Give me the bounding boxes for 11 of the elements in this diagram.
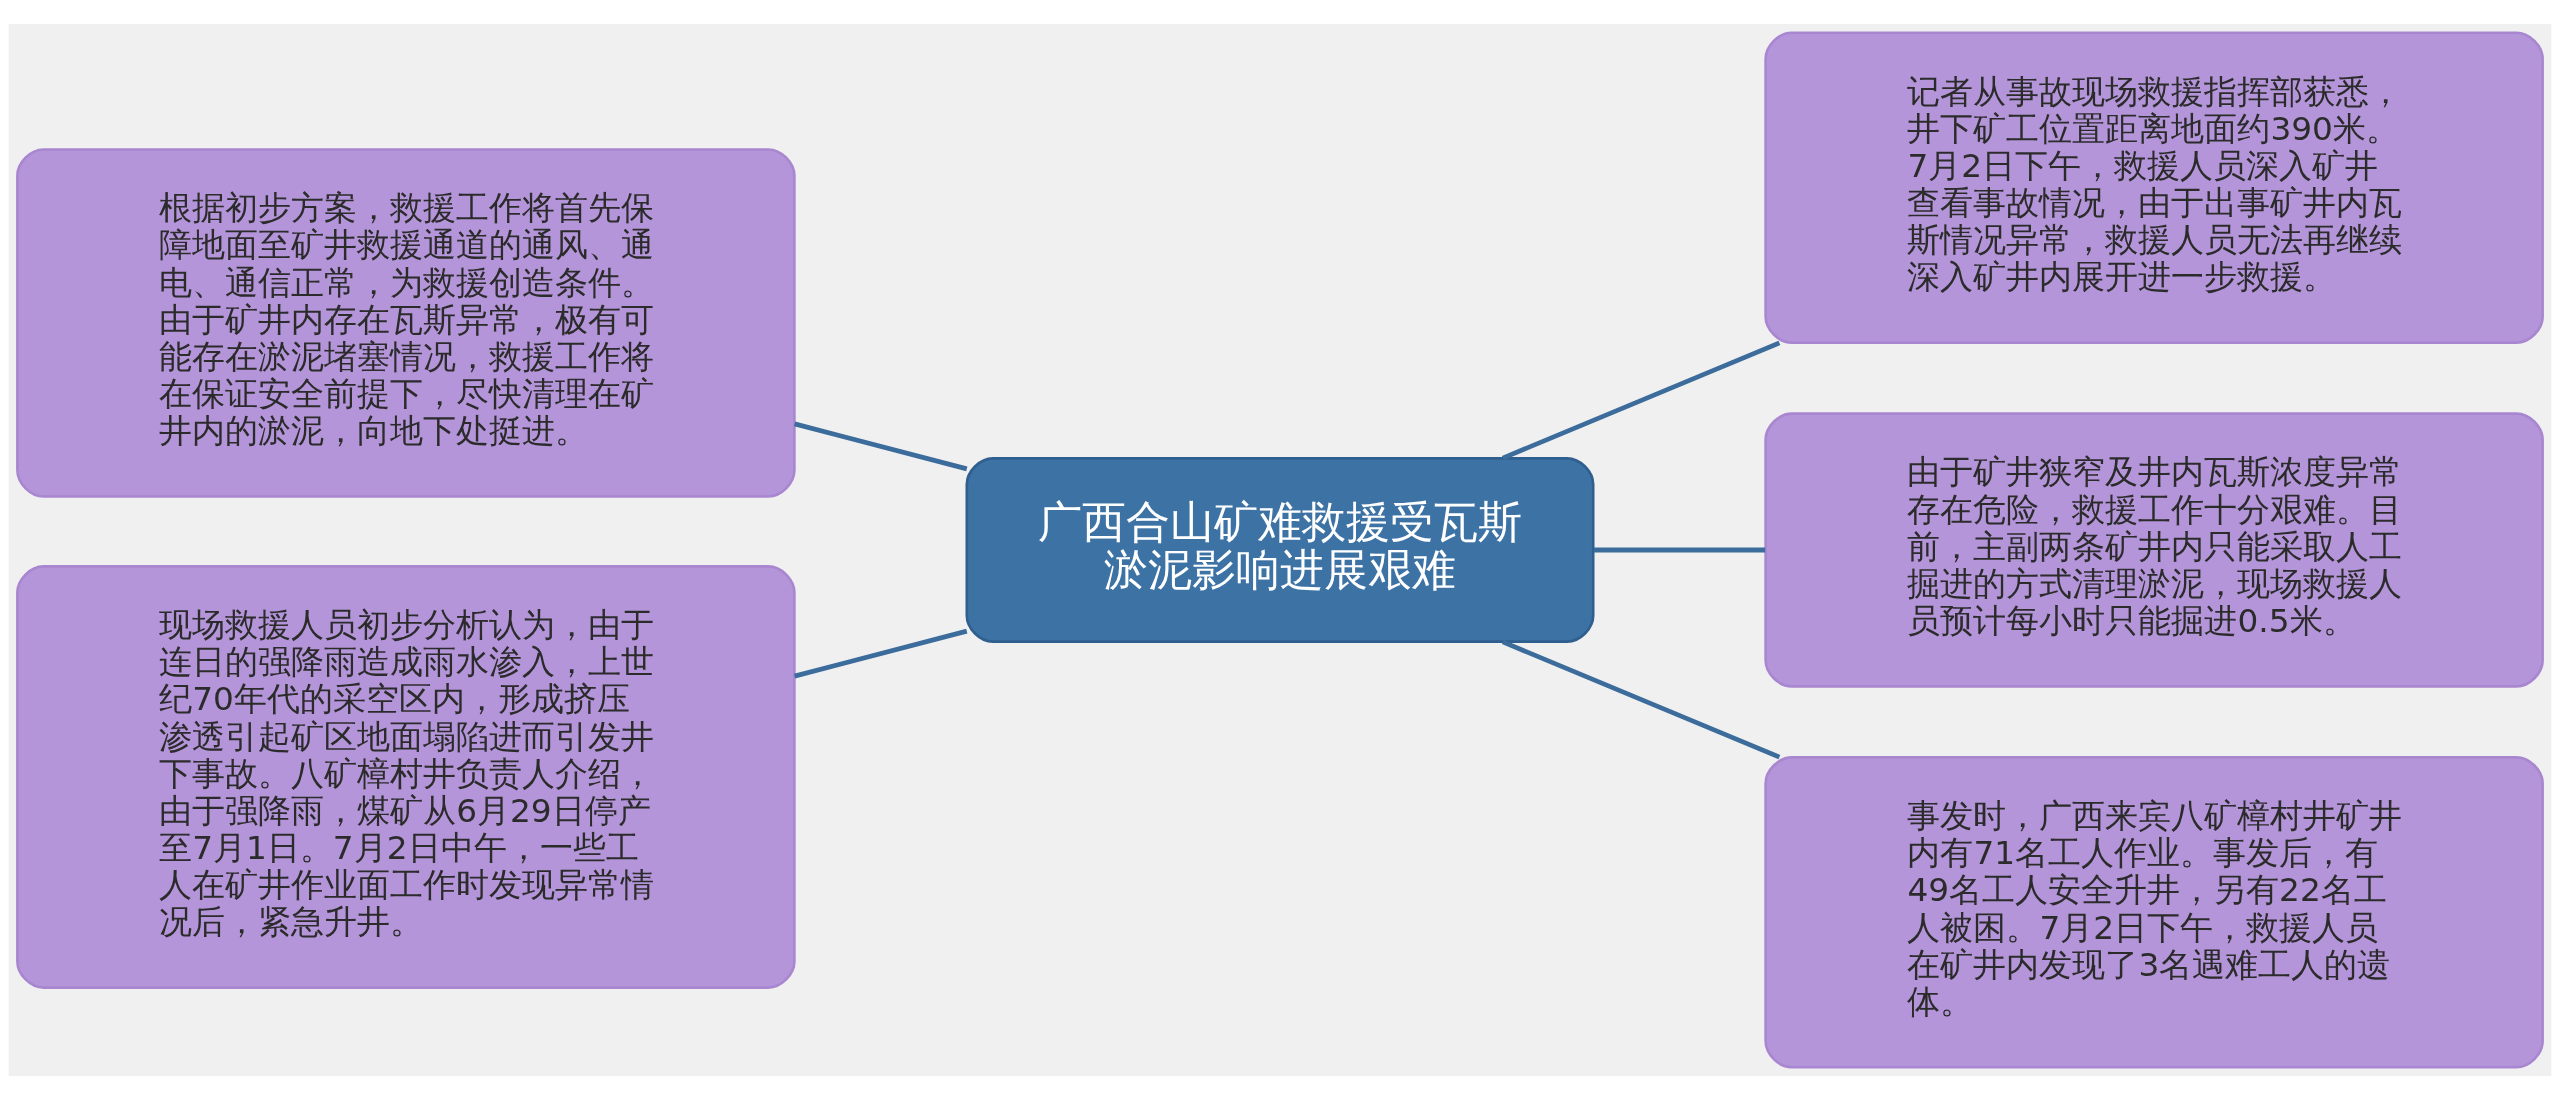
connector <box>1593 547 1766 552</box>
connector <box>1501 340 1781 460</box>
node-box: 由于矿井狭窄及井内瓦斯浓度异常存在危险，救援工作十分艰难。目前，主副两条矿井内只能采取人工掘进的方式清理淤泥，现场救援人员预计每小时只能掘进0.5米。 <box>1764 411 2544 688</box>
connector <box>1501 639 1781 759</box>
node-box: 事发时，广西来宾八矿樟村井矿井内有71名工人作业。事发后，有49名工人安全升井，另有22名工人被困。7月2日下午，救援人员在矿井内发现了3名遇难工人的遗体。 <box>1764 755 2544 1069</box>
node-box: 根据初步方案，救援工作将首先保障地面至矿井救援通道的通风、通电、通信正常，为救援创造条件。由于矿井内存在瓦斯异常，极有可能存在淤泥堵塞情况，救援工作将在保证安全前提下，尽快清理在矿井内的淤泥，向地下处挺进。 <box>16 147 796 498</box>
connector <box>794 628 968 678</box>
connector <box>794 421 968 471</box>
node-box: 记者从事故现场救援指挥部获悉，井下矿工位置距离地面约390米。7月2日下午，救援人员深入矿井查看事故情况，由于出事矿井内瓦斯情况异常，救援人员无法再继续深入矿井内展开进一步救援。 <box>1764 30 2544 344</box>
node-box: 广西合山矿难救援受瓦斯淤泥影响进展艰难 <box>965 456 1595 643</box>
node-box: 现场救援人员初步分析认为，由于连日的强降雨造成雨水渗入，上世纪70年代的采空区内，形成挤压渗透引起矿区地面塌陷进而引发井下事故。八矿樟村井负责人介绍，由于强降雨，煤矿从6月29日停产至7月1日。7月2日中午，一些工人在矿井作业面工作时发现异常情况后，紧急升井。 <box>16 564 796 989</box>
